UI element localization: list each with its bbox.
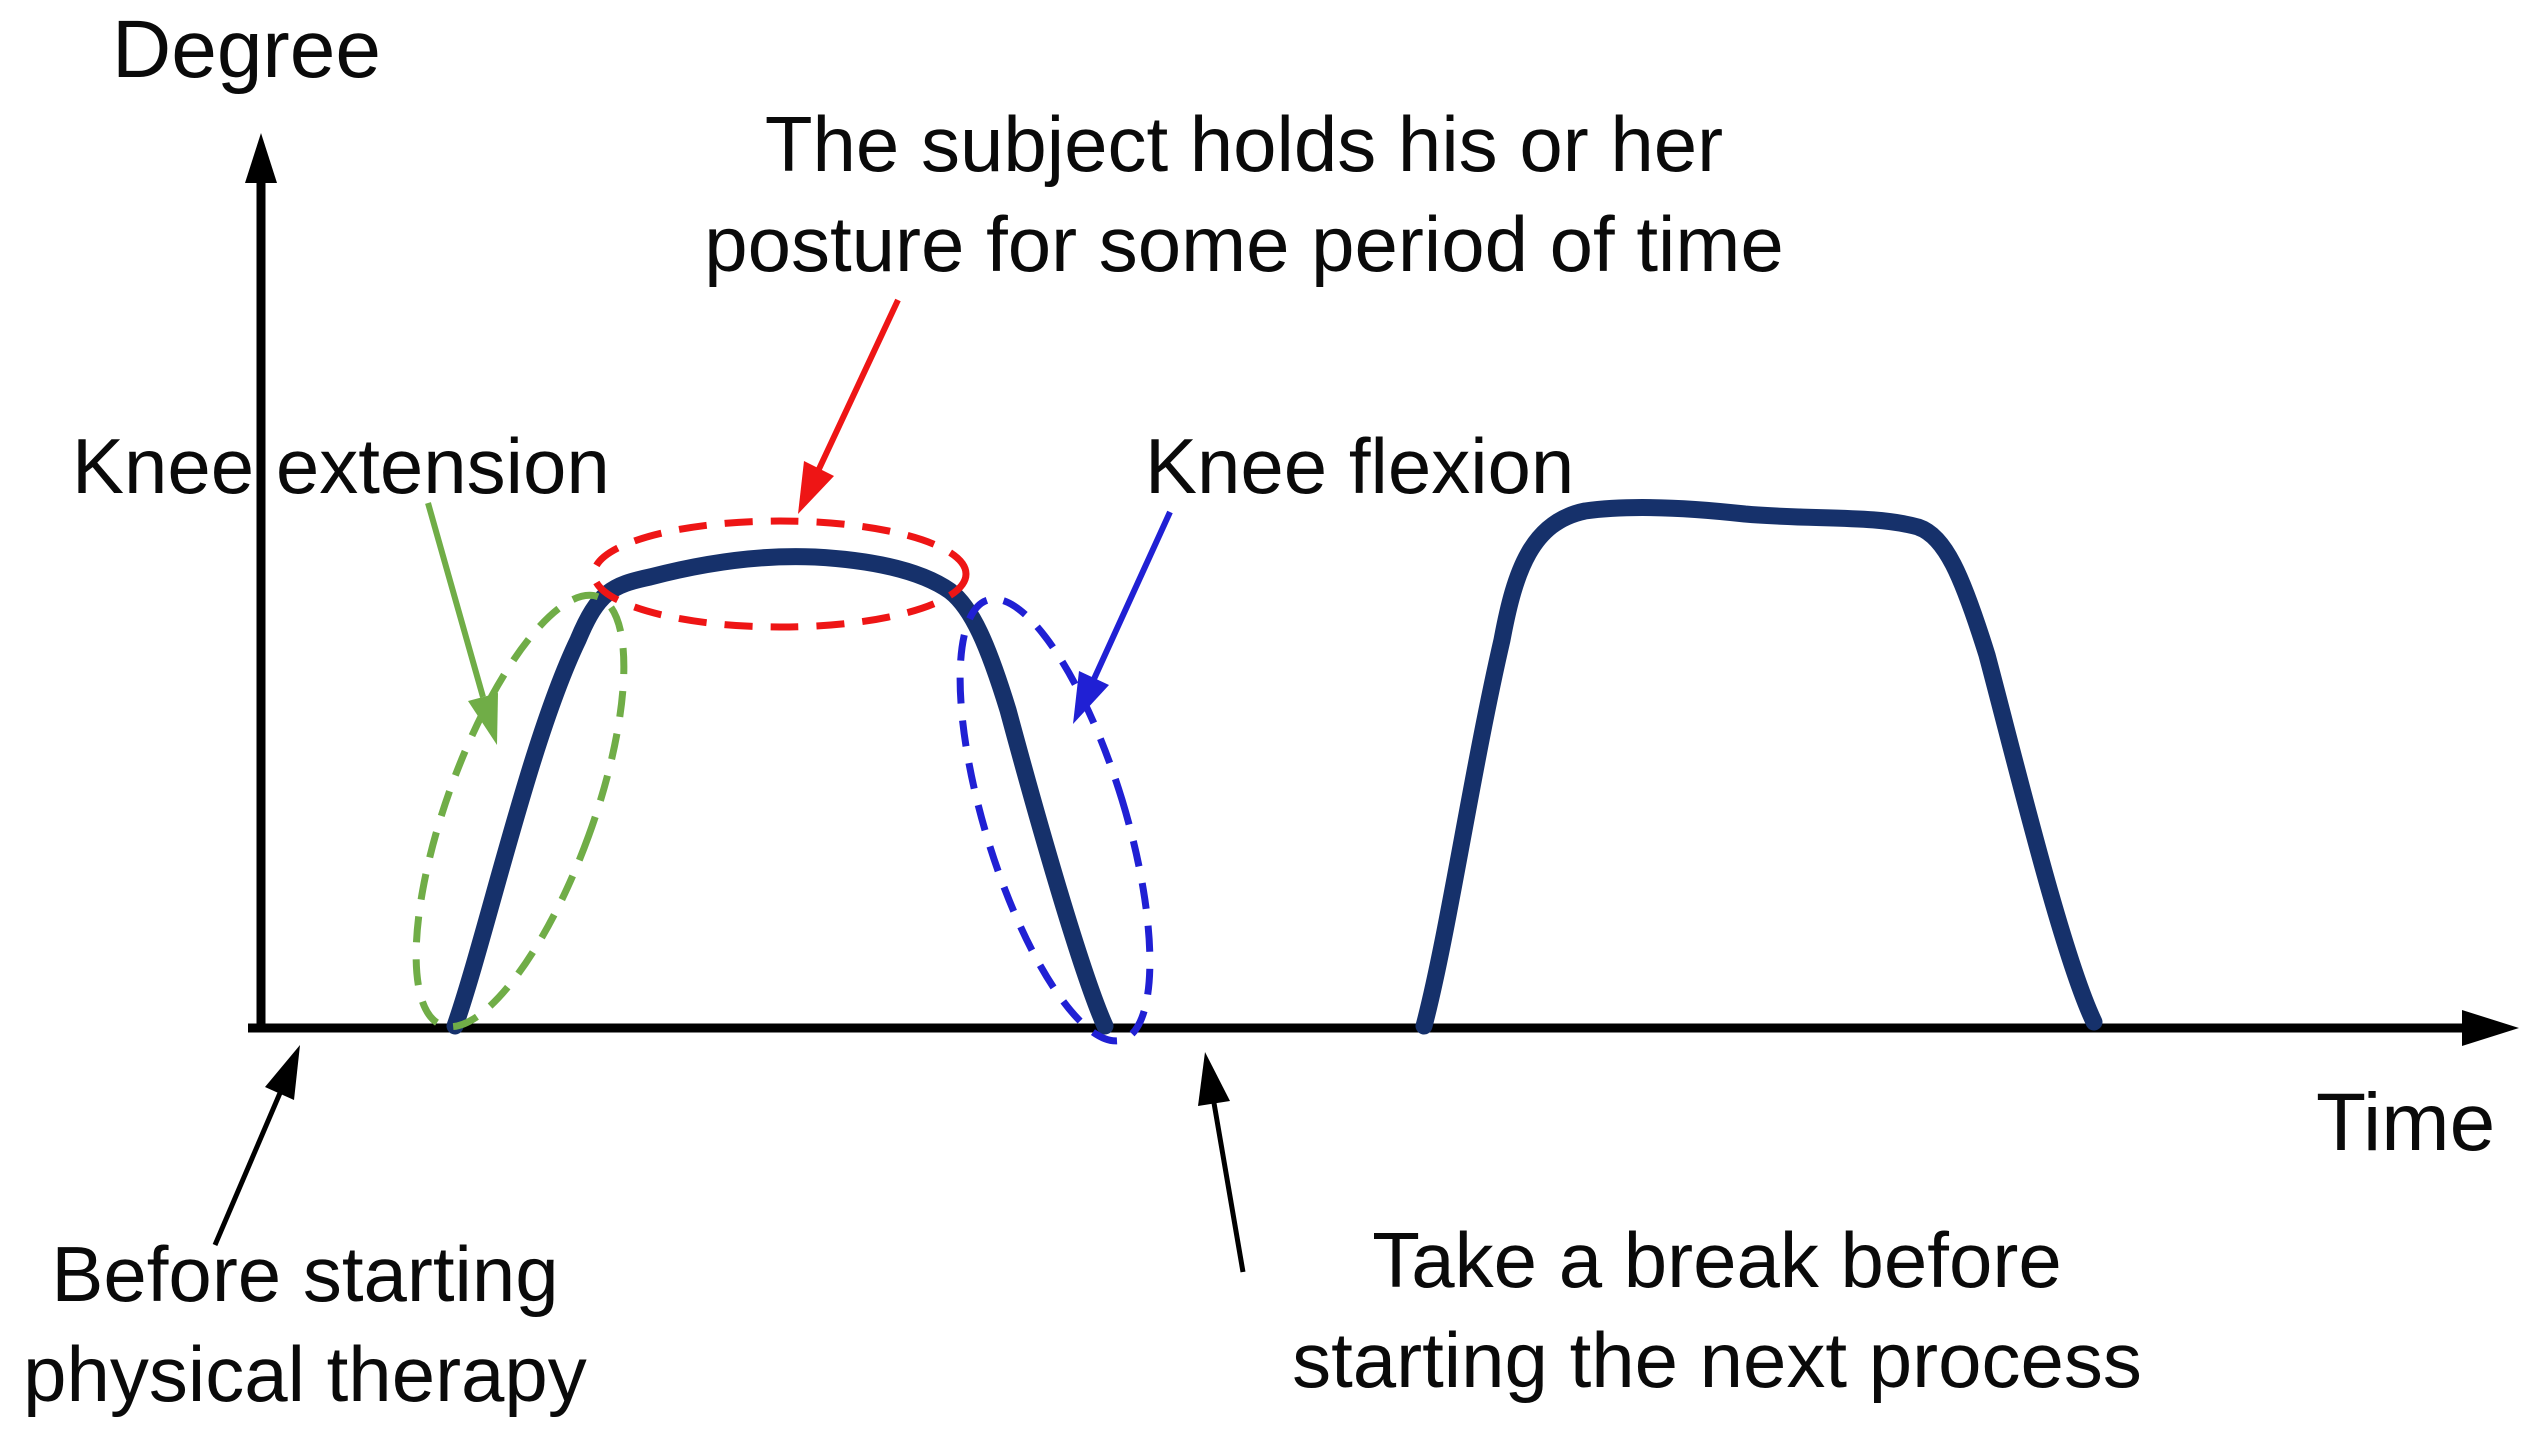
before-therapy-arrowhead-icon xyxy=(265,1045,300,1100)
take-break-label-line1: Take a break before xyxy=(1372,1216,2062,1304)
take-break-arrow xyxy=(1211,1102,1246,1273)
x-axis-label: Time xyxy=(2316,1077,2496,1168)
take-break-arrowhead-icon xyxy=(1198,1052,1230,1106)
knee-flexion-arrow xyxy=(1091,510,1173,681)
knee-extension-arrowhead-icon xyxy=(468,693,498,745)
before-therapy-label-line2: physical therapy xyxy=(23,1330,587,1418)
knee-extension-ellipse xyxy=(412,591,628,1031)
knee-flexion-arrowhead-icon xyxy=(1073,671,1109,724)
x-axis-arrowhead-icon xyxy=(2462,1010,2519,1046)
before-therapy-arrow xyxy=(212,1092,283,1246)
hold-posture-label-line2: posture for some period of time xyxy=(704,200,1784,288)
before-therapy-label-line1: Before starting xyxy=(51,1230,559,1318)
y-axis-arrowhead-icon xyxy=(245,133,277,183)
hold-posture-arrow xyxy=(816,298,901,471)
hold-posture-ellipse xyxy=(590,517,970,631)
hold-posture-arrowhead-icon xyxy=(798,461,834,514)
knee-flexion-ellipse xyxy=(956,595,1154,1045)
knee-extension-arrow xyxy=(425,502,486,698)
hold-posture-label-line1: The subject holds his or her xyxy=(764,100,1724,188)
before-therapy-label: Before starting physical therapy xyxy=(0,1224,610,1424)
degree-curve-pulse-1 xyxy=(446,548,1114,1035)
take-break-label-line2: starting the next process xyxy=(1292,1316,2142,1404)
knee-extension-label: Knee extension xyxy=(72,422,610,510)
hold-posture-label: The subject holds his or her posture for… xyxy=(594,94,1894,294)
take-break-label: Take a break before starting the next pr… xyxy=(1167,1210,2267,1410)
degree-curve-pulse-2 xyxy=(1415,499,2103,1035)
y-axis-label: Degree xyxy=(112,4,381,95)
knee-flexion-label: Knee flexion xyxy=(1145,422,1575,510)
